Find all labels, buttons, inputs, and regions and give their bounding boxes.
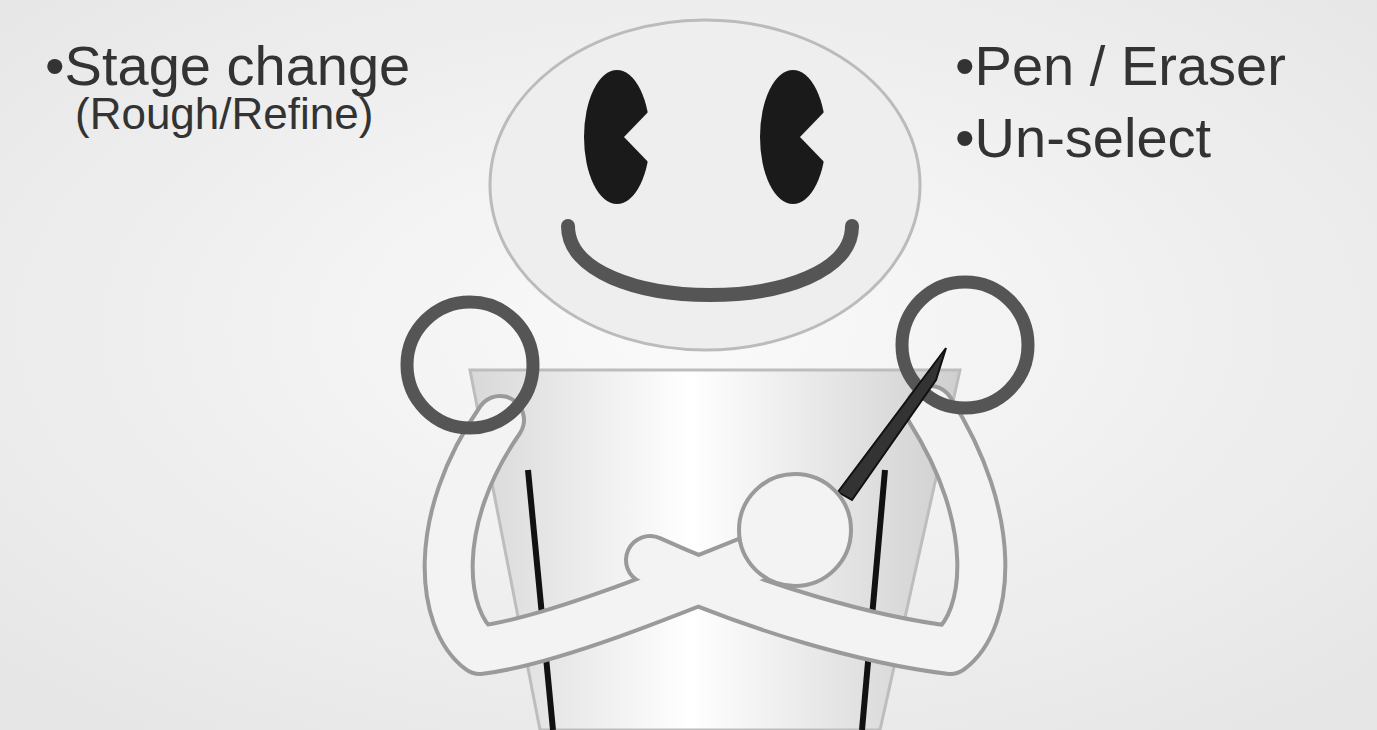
eye-notch (800, 108, 828, 166)
callout-label: •Un-select (955, 110, 1211, 166)
head (490, 20, 920, 350)
shoulder-circle (407, 302, 533, 428)
callout-label: •Pen / Eraser (955, 38, 1286, 94)
callout-label: (Rough/Refine) (75, 92, 373, 136)
body-edge (862, 470, 885, 730)
smile (568, 226, 852, 295)
pen (838, 348, 946, 500)
hand (739, 474, 851, 586)
callout-label: •Stage change (45, 38, 410, 94)
arm (650, 410, 981, 650)
arm-outline (650, 410, 981, 650)
eye-notch (624, 108, 652, 166)
body-edge (528, 470, 553, 730)
